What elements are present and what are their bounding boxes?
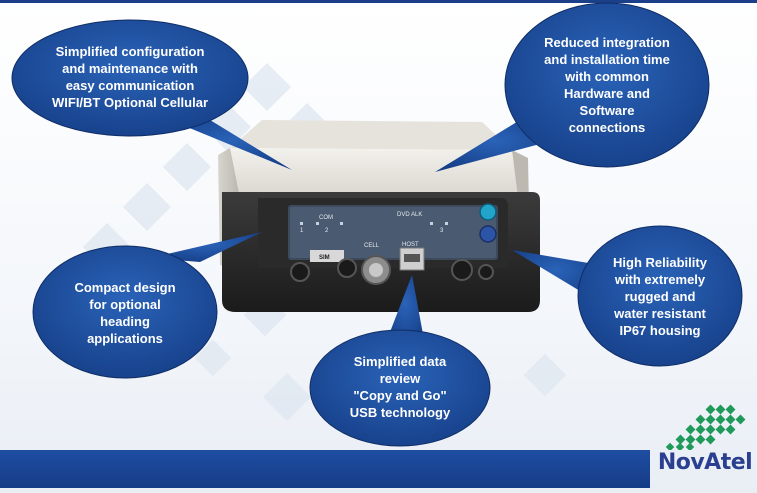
dvd-alk-label: DVD ALK [397, 212, 422, 218]
callout-reliability-bubble [512, 225, 743, 367]
cell-label: CELL [364, 243, 380, 249]
callout-config-bubble [11, 19, 292, 170]
callout-usb-text: Simplified data review "Copy and Go" USB… [349, 354, 451, 420]
com-label: COM [319, 215, 333, 221]
callout-compact-text: Compact design for optional heading appl… [74, 280, 176, 346]
port-2-label: 2 [325, 228, 329, 234]
logo-diamond-icon [665, 404, 746, 452]
host-label: HOST [402, 242, 419, 248]
callout-reliability-text: High Reliability with extremely rugged a… [613, 255, 707, 338]
brand-logo: NovAtel [655, 400, 755, 488]
brand-name: NovAtel [657, 450, 753, 475]
callout-integration-bubble [435, 2, 710, 172]
callout-integration-text: Reduced integration and installation tim… [544, 35, 670, 135]
footer-bar [0, 450, 650, 488]
callout-usb-bubble [309, 275, 491, 447]
callout-config-text: Simplified configuration and maintenance… [52, 44, 208, 110]
com-port-right [337, 258, 357, 278]
port-3-label: 3 [440, 228, 444, 234]
sim-slot [310, 250, 344, 262]
com-port-left [290, 262, 310, 282]
callout-compact-bubble [32, 232, 262, 379]
sim-label: SIM [319, 255, 330, 261]
device-body [230, 148, 518, 198]
power-button [479, 203, 497, 221]
port-1-label: 1 [300, 228, 304, 234]
top-rule [0, 0, 757, 3]
device-top [230, 120, 512, 150]
log-button [479, 225, 497, 243]
